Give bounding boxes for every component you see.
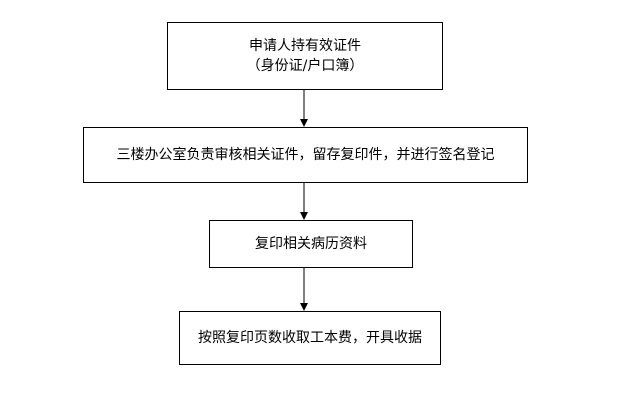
step-4-text: 按照复印页数收取工本费，开具收据 [198,330,422,346]
step-1-box: 申请人持有效证件 （身份证/户口簿） [167,22,443,90]
step-1-title: 申请人持有效证件 [249,38,361,54]
step-2-box: 三楼办公室负责审核相关证件，留存复印件，并进行签名登记 [83,127,528,183]
step-3-box: 复印相关病历资料 [209,220,413,268]
step-1-subtitle: （身份证/户口簿） [246,58,364,74]
step-3-text: 复印相关病历资料 [255,236,367,252]
step-4-box: 按照复印页数收取工本费，开具收据 [179,311,441,365]
step-2-text: 三楼办公室负责审核相关证件，留存复印件，并进行签名登记 [116,147,495,163]
